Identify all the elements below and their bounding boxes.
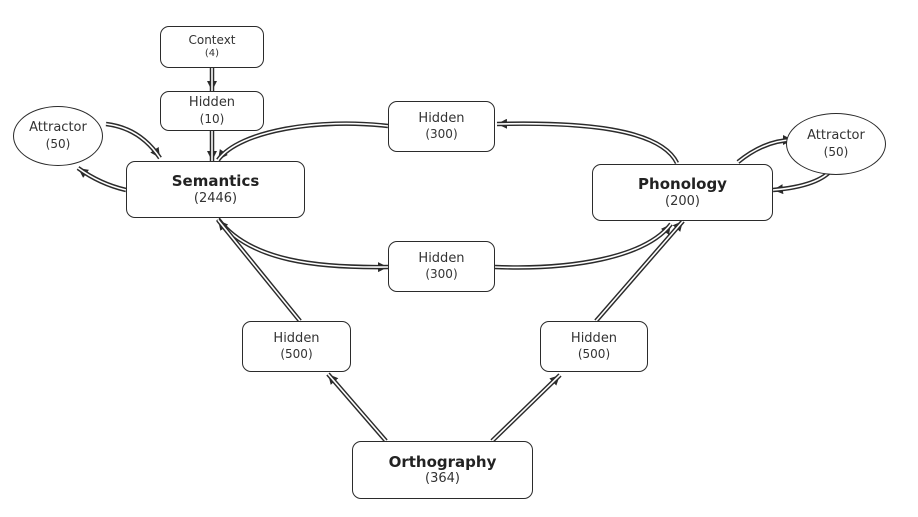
arrow-phonology-to-attractor-right <box>736 135 794 164</box>
hidden-context-label: Hidden <box>188 95 236 111</box>
hidden-middle-label: Hidden <box>418 250 465 266</box>
phonology-node: Phonology (200) <box>592 164 773 221</box>
attractor-right-label: Attractor <box>807 128 865 144</box>
context-node: Context (4) <box>160 26 264 68</box>
hidden-top-node: Hidden (300) <box>388 101 495 152</box>
arrow-attractor-left-to-semantics <box>105 121 162 160</box>
context-label: Context <box>188 33 236 48</box>
hidden-middle-node: Hidden (300) <box>388 241 495 292</box>
semantics-count: (2446) <box>193 190 238 206</box>
hidden-right-label: Hidden <box>570 330 618 346</box>
attractor-left-count: (50) <box>45 136 71 151</box>
hidden-top-label: Hidden <box>418 110 465 126</box>
arrow-semantics-to-hidden-middle <box>216 217 389 273</box>
hidden-right-node: Hidden (500) <box>540 321 648 372</box>
context-count: (4) <box>204 48 220 60</box>
attractor-right-count: (50) <box>823 144 849 159</box>
arrow-orthography-to-hidden-left <box>326 372 388 443</box>
hidden-middle-count: (300) <box>425 267 458 282</box>
arrow-hidden-top-to-semantics <box>216 121 389 162</box>
orthography-label: Orthography <box>388 452 497 471</box>
hidden-context-node: Hidden (10) <box>160 91 264 131</box>
arrow-hidden-right-to-phonology <box>594 219 685 323</box>
orthography-count: (364) <box>425 471 460 487</box>
hidden-left-count: (500) <box>280 347 313 362</box>
arrow-phonology-to-hidden-top <box>496 118 680 165</box>
orthography-node: Orthography (364) <box>352 441 533 499</box>
arrow-hidden-left-to-semantics <box>216 218 302 323</box>
arrow-orthography-to-hidden-right <box>490 373 562 443</box>
semantics-label: Semantics <box>171 172 260 190</box>
arrow-semantics-to-attractor-left <box>76 166 127 193</box>
hidden-left-label: Hidden <box>273 330 320 346</box>
hidden-left-node: Hidden (500) <box>242 321 351 372</box>
semantics-node: Semantics (2446) <box>126 161 305 218</box>
hidden-context-count: (10) <box>199 111 225 126</box>
phonology-count: (200) <box>665 193 700 209</box>
hidden-right-count: (500) <box>577 347 611 362</box>
attractor-left-label: Attractor <box>29 120 87 136</box>
attractor-right-node: Attractor (50) <box>786 113 886 175</box>
attractor-left-node: Attractor (50) <box>13 106 103 166</box>
hidden-top-count: (300) <box>425 127 458 142</box>
phonology-label: Phonology <box>638 175 727 193</box>
arrow-hidden-middle-to-phonology <box>494 222 673 270</box>
